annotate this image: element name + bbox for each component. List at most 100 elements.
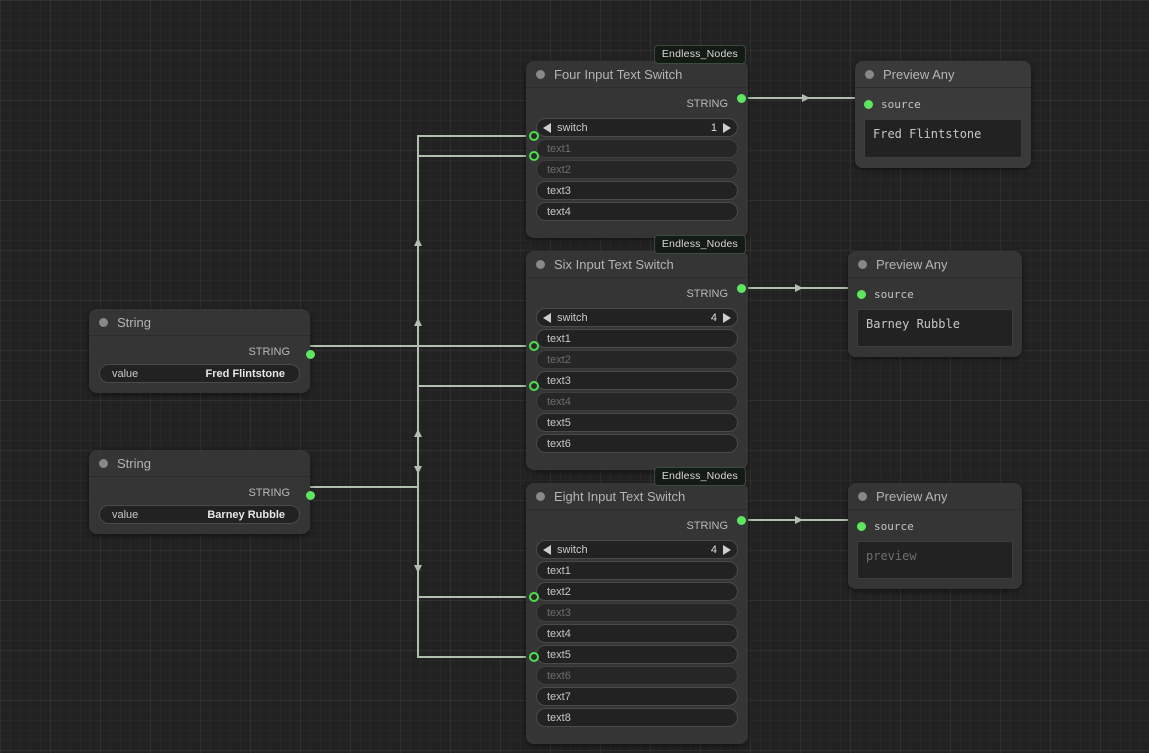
output-label: STRING (686, 520, 728, 532)
input-slot-text3[interactable] (529, 592, 539, 602)
widget-text3[interactable]: text3 (536, 603, 738, 622)
output-slot-string[interactable] (306, 350, 315, 359)
output-slot-row[interactable]: STRING (536, 94, 738, 114)
node-badge-endless-nodes: Endless_Nodes (653, 45, 746, 64)
input-slot-row-source[interactable]: source (857, 285, 1013, 303)
widget-text2[interactable]: text2 (536, 582, 738, 601)
widget-name: text2 (547, 163, 571, 176)
collapse-dot-icon[interactable] (858, 259, 867, 269)
widget-text1[interactable]: text1 (536, 561, 738, 580)
widget-name: text1 (547, 564, 571, 577)
switch-value-area[interactable]: switch 4 (557, 544, 717, 556)
decrement-arrow-icon[interactable] (543, 544, 551, 555)
node-title-bar[interactable]: Eight Input Text Switch (526, 483, 748, 510)
decrement-arrow-icon[interactable] (543, 312, 551, 323)
node-title-bar[interactable]: String (89, 450, 310, 477)
node-title-bar[interactable]: Preview Any (848, 251, 1022, 278)
output-slot-string[interactable] (737, 516, 746, 525)
widget-text5[interactable]: text5 (536, 645, 738, 664)
collapse-dot-icon[interactable] (536, 491, 545, 501)
widget-switch[interactable]: switch 4 (536, 308, 738, 327)
node-six-input-text-switch[interactable]: Endless_Nodes Six Input Text Switch STRI… (526, 235, 748, 470)
collapse-dot-icon[interactable] (536, 69, 545, 79)
widget-name: text7 (547, 690, 571, 703)
widget-text6[interactable]: text6 (536, 666, 738, 685)
node-eight-input-text-switch[interactable]: Endless_Nodes Eight Input Text Switch ST… (526, 467, 748, 744)
node-preview-any-middle[interactable]: Preview Any source Barney Rubble (848, 251, 1022, 357)
input-slot-source[interactable] (864, 99, 873, 109)
widget-text3[interactable]: text3 (536, 181, 738, 200)
widget-switch[interactable]: switch 4 (536, 540, 738, 559)
increment-arrow-icon[interactable] (723, 544, 731, 555)
node-title-text: Six Input Text Switch (554, 256, 674, 272)
preview-textarea[interactable]: Barney Rubble (857, 309, 1013, 347)
widget-name: text4 (547, 627, 571, 640)
widget-name: text5 (547, 416, 571, 429)
preview-textarea[interactable]: Fred Flintstone (864, 119, 1022, 158)
output-slot-row[interactable]: STRING (99, 342, 300, 361)
node-string-barney[interactable]: String STRING value Barney Rubble (89, 450, 315, 534)
node-body: STRING switch 4 text1 text2 text3 text4 (526, 510, 748, 744)
widget-text7[interactable]: text7 (536, 687, 738, 706)
widget-name: switch (557, 311, 588, 324)
collapse-dot-icon[interactable] (536, 259, 545, 269)
widget-text2[interactable]: text2 (536, 160, 738, 179)
increment-arrow-icon[interactable] (723, 312, 731, 323)
widget-text2[interactable]: text2 (536, 350, 738, 369)
output-slot-row[interactable]: STRING (99, 483, 300, 502)
node-title-bar[interactable]: String (89, 309, 310, 336)
widget-text4[interactable]: text4 (536, 392, 738, 411)
switch-value-area[interactable]: switch 4 (557, 312, 717, 324)
node-title-bar[interactable]: Four Input Text Switch (526, 61, 748, 88)
output-slot-row[interactable]: STRING (536, 284, 738, 304)
widget-text4[interactable]: text4 (536, 202, 738, 221)
widget-text4[interactable]: text4 (536, 624, 738, 643)
collapse-dot-icon[interactable] (858, 491, 867, 501)
decrement-arrow-icon[interactable] (543, 122, 551, 133)
widget-name: text1 (547, 332, 571, 345)
output-label: STRING (248, 486, 290, 499)
node-title-bar[interactable]: Six Input Text Switch (526, 251, 748, 278)
widget-text6[interactable]: text6 (536, 434, 738, 453)
collapse-dot-icon[interactable] (99, 458, 108, 468)
input-slot-text2[interactable] (529, 341, 539, 351)
input-slot-text6[interactable] (529, 652, 539, 662)
node-four-input-text-switch[interactable]: Endless_Nodes Four Input Text Switch STR… (526, 45, 748, 238)
widget-switch[interactable]: switch 1 (536, 118, 738, 137)
preview-textarea[interactable]: preview (857, 541, 1013, 579)
input-slot-row-source[interactable]: source (864, 95, 1022, 113)
node-title-bar[interactable]: Preview Any (848, 483, 1022, 510)
output-slot-string[interactable] (737, 94, 746, 103)
node-preview-any-top[interactable]: Preview Any source Fred Flintstone (855, 61, 1031, 168)
input-slot-source[interactable] (857, 289, 866, 299)
widget-text1[interactable]: text1 (536, 139, 738, 158)
input-slot-text2[interactable] (529, 151, 539, 161)
input-slot-text4[interactable] (529, 381, 539, 391)
node-body: source Barney Rubble (848, 278, 1022, 357)
output-slot-string[interactable] (306, 491, 315, 500)
widget-value[interactable]: value Fred Flintstone (99, 364, 300, 383)
widget-name: text3 (547, 374, 571, 387)
input-label: source (874, 287, 914, 301)
input-slot-text1[interactable] (529, 131, 539, 141)
widget-value[interactable]: value Barney Rubble (99, 505, 300, 524)
node-title-text: Preview Any (876, 488, 948, 504)
widget-value-text: 4 (710, 543, 717, 556)
increment-arrow-icon[interactable] (723, 122, 731, 133)
node-preview-any-bottom[interactable]: Preview Any source preview (848, 483, 1022, 589)
output-slot-row[interactable]: STRING (536, 516, 738, 536)
node-title-bar[interactable]: Preview Any (855, 61, 1031, 88)
collapse-dot-icon[interactable] (865, 69, 874, 79)
output-slot-string[interactable] (737, 284, 746, 293)
widget-text8[interactable]: text8 (536, 708, 738, 727)
collapse-dot-icon[interactable] (99, 317, 108, 327)
input-slot-row-source[interactable]: source (857, 517, 1013, 535)
widget-text1[interactable]: text1 (536, 329, 738, 348)
input-slot-source[interactable] (857, 521, 866, 531)
widget-text5[interactable]: text5 (536, 413, 738, 432)
node-string-fred[interactable]: String STRING value Fred Flintstone (89, 309, 315, 393)
widget-value-text: Barney Rubble (207, 508, 285, 521)
switch-value-area[interactable]: switch 1 (557, 122, 717, 134)
widget-text3[interactable]: text3 (536, 371, 738, 390)
